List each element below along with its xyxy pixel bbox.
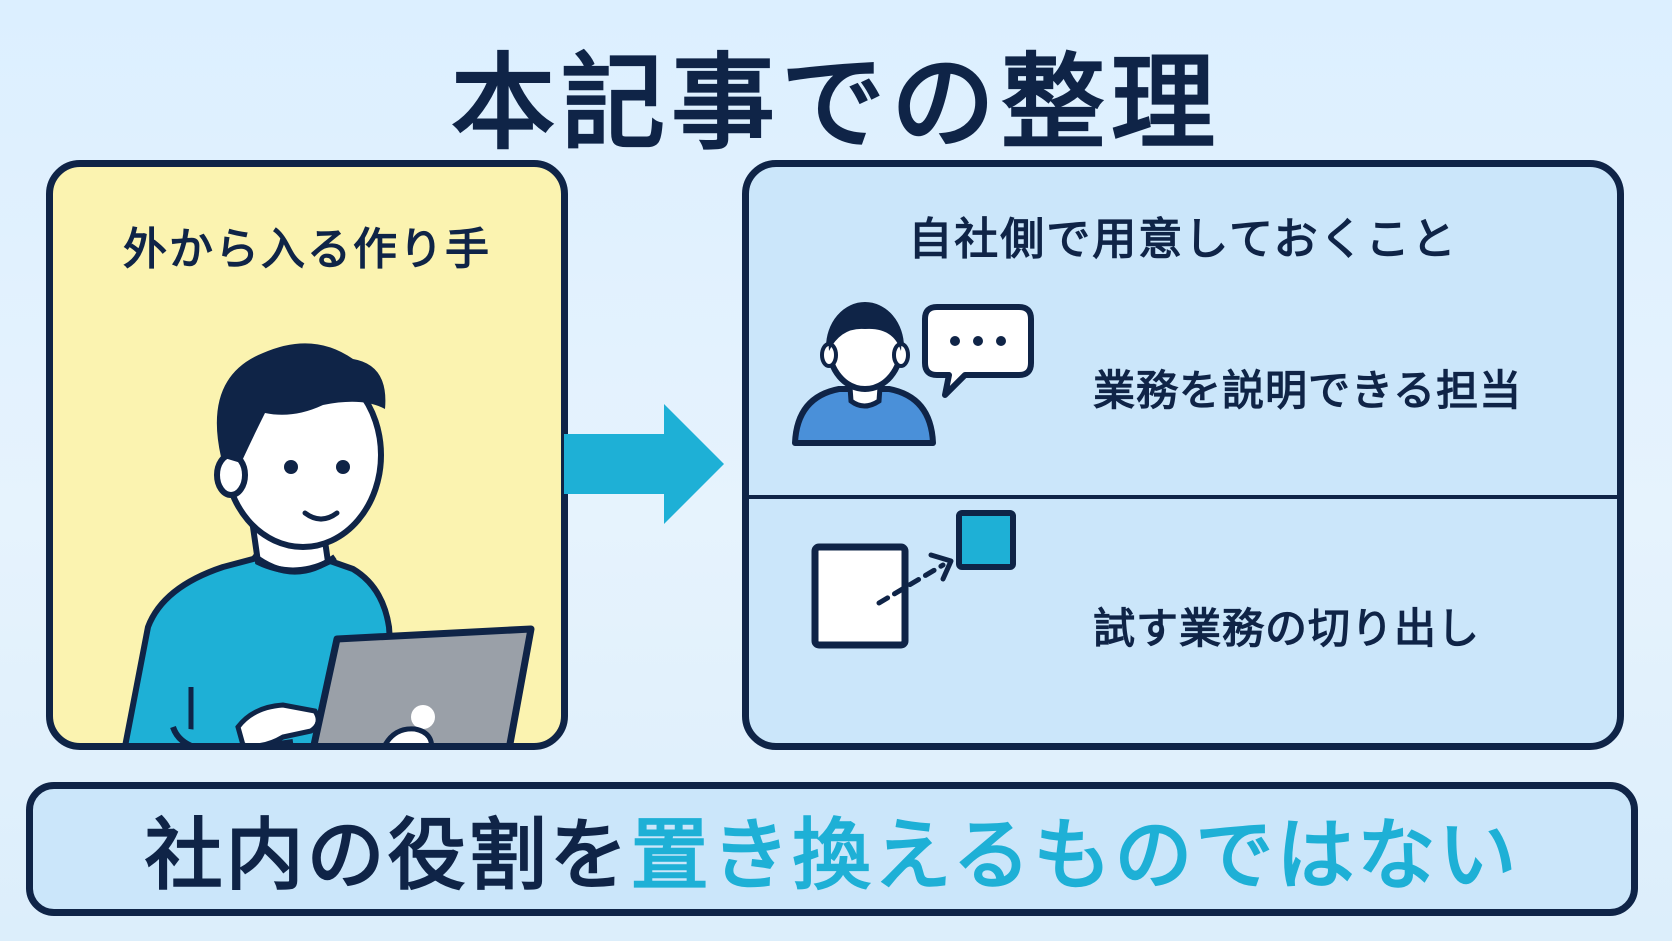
page-title: 本記事での整理 — [450, 42, 1221, 164]
person-speech-bubble-icon — [792, 302, 1034, 446]
bottom-banner: 社内の役割を置き換えるものではない — [26, 782, 1638, 916]
divider — [749, 495, 1617, 499]
right-panel: 自社側で用意しておくこと 業務を説明できる担当 試す業務の切り出し — [742, 160, 1624, 750]
right-arrow-icon — [564, 404, 724, 524]
person-with-laptop-icon — [122, 343, 535, 743]
right-panel-title: 自社側で用意しておくこと — [908, 214, 1458, 265]
left-panel: 外から入る作り手 — [46, 160, 568, 750]
left-panel-title: 外から入る作り手 — [123, 224, 491, 275]
item-label-task: 試す業務の切り出し — [1093, 604, 1481, 653]
banner-text-accent: 置き換えるものではない — [630, 811, 1520, 901]
banner-text-dark: 社内の役割を — [144, 811, 631, 901]
item-label-staff: 業務を説明できる担当 — [1093, 366, 1523, 415]
square-extract-icon — [811, 510, 1016, 649]
